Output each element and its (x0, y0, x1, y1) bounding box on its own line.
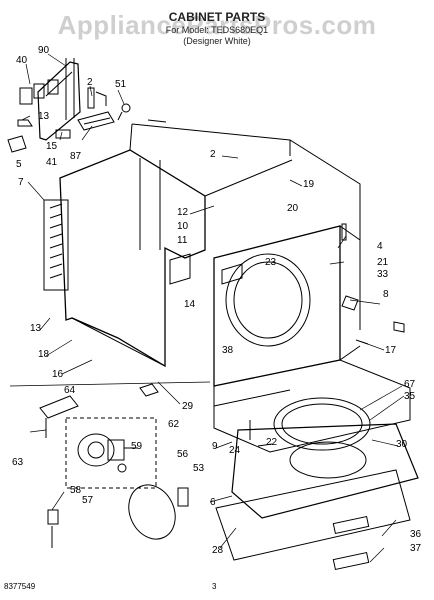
callout-58: 58 (70, 485, 82, 496)
callout-90: 90 (38, 45, 50, 56)
callout-57: 57 (82, 495, 94, 506)
callout-87: 87 (70, 151, 82, 162)
callout-51: 51 (115, 79, 127, 90)
callout-30: 30 (396, 439, 408, 450)
callout-62: 62 (168, 419, 180, 430)
callout-14: 14 (184, 299, 196, 310)
callout-21: 21 (377, 257, 389, 268)
front-panel (213, 223, 405, 387)
callout-6: 6 (210, 497, 216, 508)
callout-15: 15 (46, 141, 58, 152)
designer-line: (Designer White) (183, 36, 251, 46)
callout-29: 29 (182, 401, 194, 412)
callout-64: 64 (64, 385, 76, 396)
diagram-title: CABINET PARTS (168, 10, 266, 24)
callout-40: 40 (16, 55, 28, 66)
callout-36: 36 (410, 529, 422, 540)
callout-24: 24 (229, 445, 241, 456)
section-divider (9, 381, 211, 387)
doc-number: 8377549 (4, 582, 36, 591)
callout-38: 38 (222, 345, 234, 356)
callout-16: 16 (52, 369, 64, 380)
callout-13b: 13 (30, 323, 42, 334)
callout-5: 5 (16, 159, 22, 170)
callout-7: 7 (18, 177, 24, 188)
callout-59: 59 (131, 441, 143, 452)
callout-11: 11 (177, 235, 188, 246)
leader-lines (21, 53, 405, 563)
callout-37: 37 (410, 543, 422, 554)
callout-10: 10 (177, 221, 189, 232)
callout-12: 12 (177, 207, 189, 218)
callout-8: 8 (383, 289, 389, 300)
callout-2: 2 (87, 77, 93, 88)
page-number: 3 (212, 582, 217, 591)
callout-41: 41 (46, 157, 58, 168)
watermark: AppliancePartsPros.com (57, 10, 377, 40)
cabinet-shell (43, 119, 361, 368)
base-assembly (213, 359, 419, 571)
callout-2b: 2 (210, 149, 216, 160)
callout-20: 20 (287, 203, 299, 214)
callout-17: 17 (385, 345, 397, 356)
model-line: For Model: TEDS680EQ1 (165, 25, 269, 35)
callout-23: 23 (265, 257, 277, 268)
callout-56: 56 (177, 449, 189, 460)
callout-9: 9 (212, 441, 218, 452)
callout-67: 67 (404, 379, 416, 390)
callout-63: 63 (12, 457, 24, 468)
motor-assembly (39, 383, 189, 548)
callout-13: 13 (38, 111, 50, 122)
callout-33: 33 (377, 269, 389, 280)
callout-18: 18 (38, 349, 50, 360)
callout-19: 19 (303, 179, 315, 190)
callout-4: 4 (377, 241, 383, 252)
control-panel-assembly (7, 58, 131, 153)
callout-28: 28 (212, 545, 224, 556)
callout-53: 53 (193, 463, 205, 474)
callout-35: 35 (404, 391, 416, 402)
callout-22: 22 (266, 437, 278, 448)
